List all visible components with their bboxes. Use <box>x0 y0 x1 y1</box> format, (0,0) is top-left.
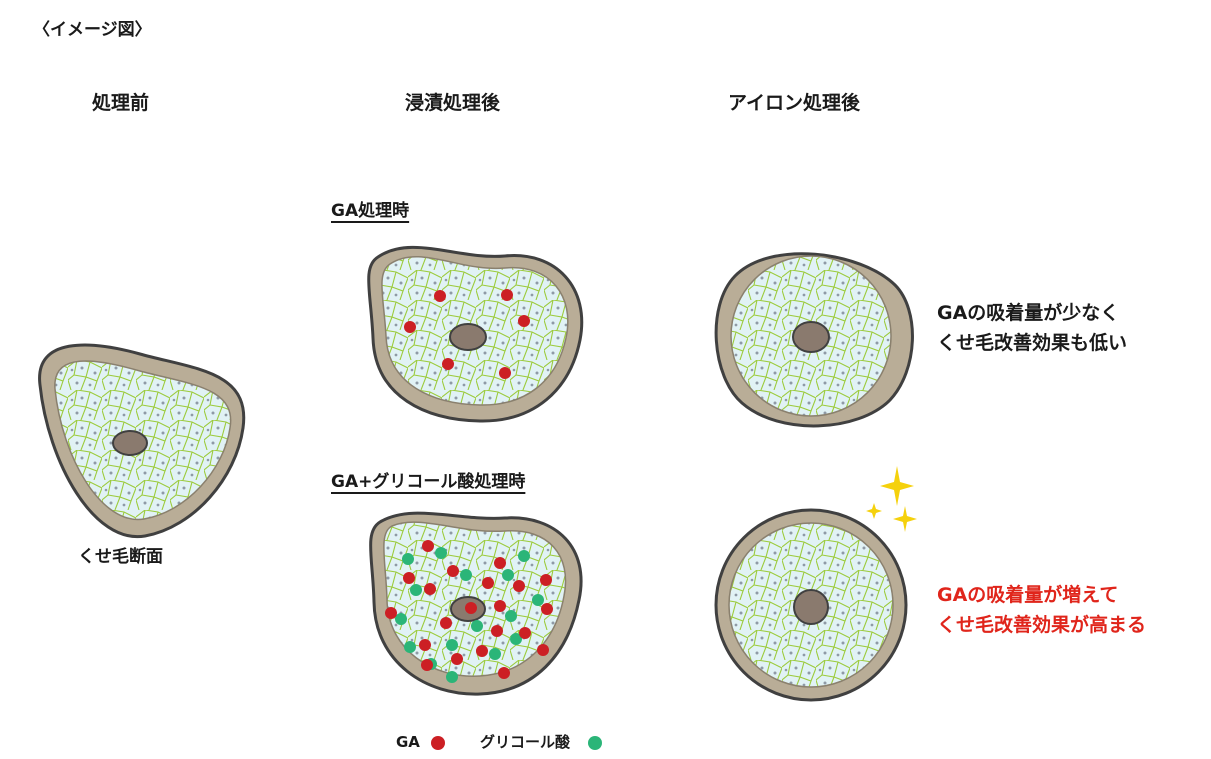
sparkle-icon <box>866 466 917 532</box>
legend-markers <box>431 736 602 750</box>
legend-glycolic-dot <box>588 736 602 750</box>
result-ga-only-line2: くせ毛改善効果も低い <box>937 332 1128 354</box>
legend-ga-dot <box>431 736 445 750</box>
result-ga-glycolic: GAの吸着量が増えて くせ毛改善効果が高まる <box>937 580 1146 640</box>
result-ga-only: GAの吸着量が少なく くせ毛改善効果も低い <box>937 298 1127 358</box>
diagram-caption: 〈イメージ図〉 <box>33 20 152 40</box>
hair-before <box>38 343 246 539</box>
glycolic-acid-dots <box>395 547 544 683</box>
label-ga-glycolic-treatment: GA+グリコール酸処理時 <box>331 472 526 492</box>
hair-iron-ga <box>714 252 914 428</box>
label-hair-cross-section: くせ毛断面 <box>78 547 163 567</box>
hair-iron-ga-glycolic <box>714 508 908 702</box>
ga-dots <box>385 540 553 679</box>
column-title-iron: アイロン処理後 <box>728 92 861 114</box>
result-ga-only-line1: GAの吸着量が少なく <box>937 302 1120 324</box>
column-title-soak: 浸漬処理後 <box>405 92 501 114</box>
hair-soak-ga <box>367 245 584 423</box>
column-title-before: 処理前 <box>92 92 150 114</box>
hair-soak-ga-glycolic <box>369 511 583 696</box>
legend-ga-label: GA <box>396 733 420 751</box>
ga-dots <box>404 289 530 379</box>
result-ga-glycolic-line1: GAの吸着量が増えて <box>937 584 1119 606</box>
legend-glycolic-label: グリコール酸 <box>480 733 571 751</box>
label-ga-treatment: GA処理時 <box>331 201 410 221</box>
result-ga-glycolic-line2: くせ毛改善効果が高まる <box>937 614 1147 636</box>
